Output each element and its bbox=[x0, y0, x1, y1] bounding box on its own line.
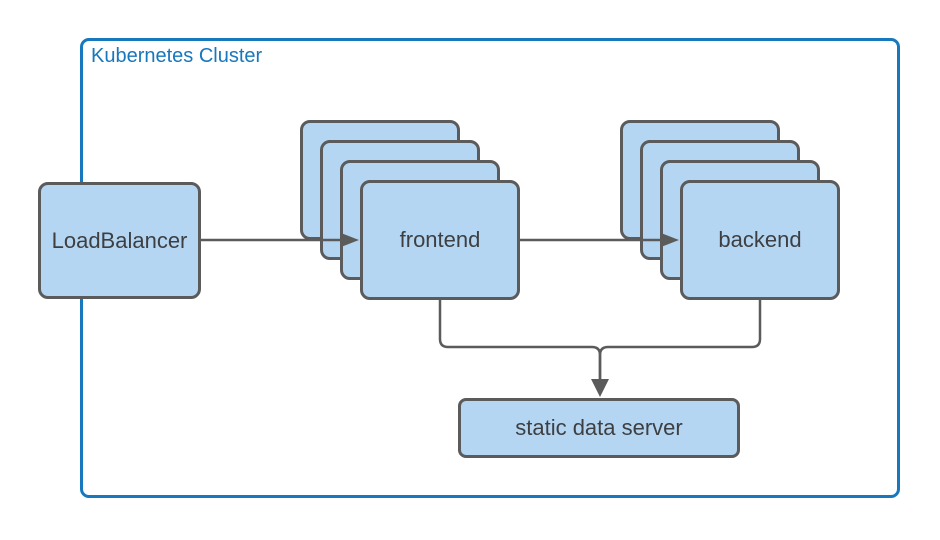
node-static-data-server: static data server bbox=[458, 398, 740, 458]
loadbalancer-label: LoadBalancer bbox=[51, 227, 188, 253]
node-frontend: frontend bbox=[360, 180, 520, 300]
frontend-label: frontend bbox=[399, 227, 481, 252]
cluster-label: Kubernetes Cluster bbox=[91, 45, 263, 67]
node-backend: backend bbox=[680, 180, 840, 300]
backend-label: backend bbox=[718, 227, 802, 252]
node-loadbalancer: LoadBalancer bbox=[38, 182, 201, 299]
static-data-server-label: static data server bbox=[515, 415, 683, 440]
